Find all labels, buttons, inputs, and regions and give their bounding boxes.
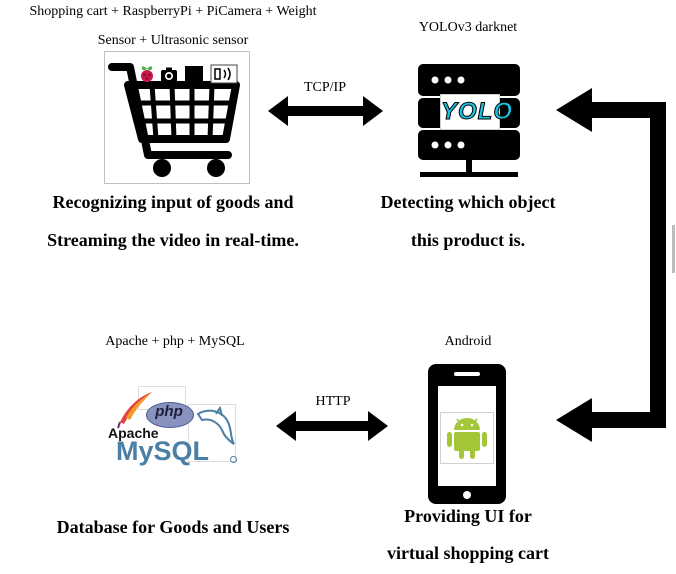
php-logo-text: php xyxy=(155,403,183,420)
http-label: HTTP xyxy=(315,394,351,409)
double-arrow-icon xyxy=(276,411,388,441)
cart-title-line1: Shopping cart + RaspberryPi + PiCamera +… xyxy=(29,4,317,19)
server-title: YOLOv3 darknet xyxy=(418,20,518,35)
mysql-logo-text: MySQL xyxy=(116,436,210,466)
dolphin-icon xyxy=(196,405,235,445)
cart-image-frame xyxy=(104,51,250,184)
db-logos: php Apache MySQL xyxy=(108,386,240,468)
android-desc-line2: virtual shopping cart xyxy=(386,543,550,563)
server-desc-line2: this product is. xyxy=(410,230,526,250)
smartphone-icon xyxy=(428,364,506,504)
db-title: Apache + php + MySQL xyxy=(105,334,245,349)
db-desc-line1: Database for Goods and Users xyxy=(56,517,290,537)
shopping-cart-icon xyxy=(108,63,240,177)
android-logo-icon xyxy=(440,412,494,464)
android-desc-line1: Providing UI for xyxy=(404,506,532,526)
apache-feather-icon xyxy=(117,392,152,429)
cart-desc-line1: Recognizing input of goods and xyxy=(52,192,294,212)
cart-desc-line2: Streaming the video in real-time. xyxy=(47,230,299,250)
double-arrow-icon xyxy=(268,96,383,126)
ultrasonic-sensor-icon xyxy=(210,64,238,84)
cart-title-line2: Sensor + Ultrasonic sensor xyxy=(97,33,249,48)
android-title: Android xyxy=(444,334,492,349)
registered-mark-icon xyxy=(230,456,237,463)
tcp-ip-label: TCP/IP xyxy=(303,80,346,95)
php-logo xyxy=(146,402,194,428)
weight-sensor-icon xyxy=(185,66,203,82)
server-desc-line1: Detecting which object xyxy=(380,192,556,212)
mysql-logo-frame xyxy=(188,404,236,462)
camera-icon xyxy=(161,67,177,82)
apache-logo-text: Apache xyxy=(108,425,159,441)
raspberry-pi-icon xyxy=(141,66,153,82)
